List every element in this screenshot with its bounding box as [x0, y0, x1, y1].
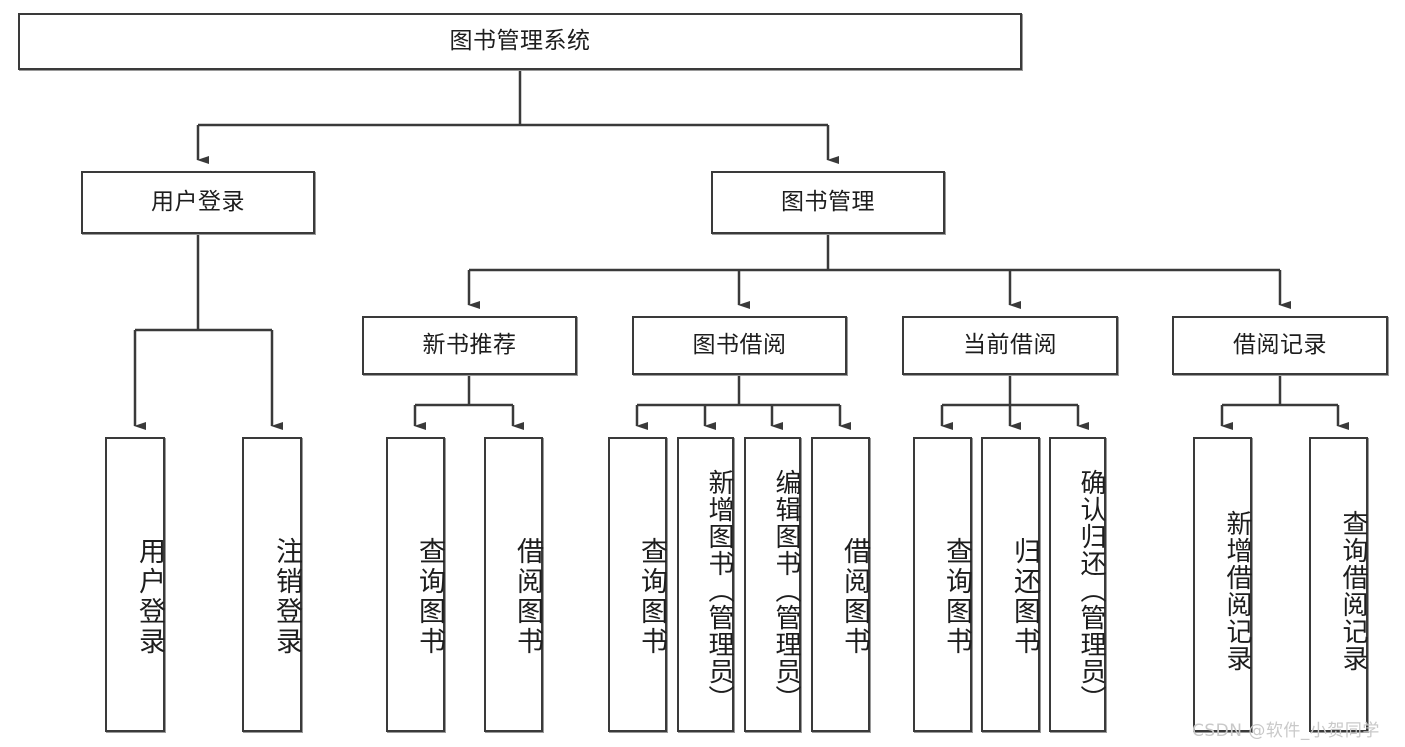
leaf-book-borrow-add[interactable]: 新增图书（管理员）	[677, 437, 734, 732]
leaf-user-login-logout[interactable]: 注销登录	[242, 437, 302, 732]
leaf-book-borrow-borrow[interactable]: 借阅图书	[811, 437, 870, 732]
leaf-borrow-record-add[interactable]: 新增借阅记录	[1193, 437, 1252, 732]
leaf-new-book-query[interactable]: 查询图书	[386, 437, 445, 732]
node-label: 查询图书	[941, 536, 972, 657]
node-label: 借阅记录	[1233, 331, 1327, 358]
node-book-management[interactable]: 图书管理	[711, 171, 945, 234]
leaf-book-borrow-query[interactable]: 查询图书	[608, 437, 667, 732]
node-label: 查询借阅记录	[1338, 509, 1368, 672]
leaf-book-borrow-edit[interactable]: 编辑图书（管理员）	[744, 437, 801, 732]
node-label: 图书管理系统	[449, 27, 591, 54]
leaf-new-book-borrow[interactable]: 借阅图书	[484, 437, 543, 732]
node-root-system[interactable]: 图书管理系统	[18, 13, 1022, 70]
node-label: 查询图书	[636, 536, 667, 657]
node-label: 归还图书	[1009, 536, 1040, 657]
leaf-current-borrow-confirm-return[interactable]: 确认归还（管理员）	[1049, 437, 1106, 732]
node-label: 新增图书（管理员）	[704, 469, 734, 712]
node-label: 确认归还（管理员）	[1076, 469, 1106, 712]
node-borrow-record[interactable]: 借阅记录	[1172, 316, 1388, 375]
node-label: 图书管理	[781, 188, 875, 215]
node-label: 用户登录	[151, 188, 245, 215]
leaf-current-borrow-query[interactable]: 查询图书	[913, 437, 972, 732]
node-label: 借阅图书	[839, 536, 870, 657]
node-book-borrow[interactable]: 图书借阅	[632, 316, 847, 375]
node-label: 新书推荐	[422, 331, 517, 358]
node-new-book-recommend[interactable]: 新书推荐	[362, 316, 577, 375]
node-label: 新增借阅记录	[1222, 509, 1252, 672]
node-label: 图书借阅	[692, 331, 787, 358]
node-label: 查询图书	[414, 536, 445, 657]
node-label: 用户登录	[134, 536, 165, 657]
node-current-borrow[interactable]: 当前借阅	[902, 316, 1118, 375]
node-label: 当前借阅	[963, 331, 1057, 358]
node-label: 借阅图书	[512, 536, 543, 657]
leaf-borrow-record-query[interactable]: 查询借阅记录	[1309, 437, 1368, 732]
node-label: 编辑图书（管理员）	[771, 469, 801, 712]
node-label: 注销登录	[271, 536, 302, 657]
node-user-login[interactable]: 用户登录	[81, 171, 315, 234]
watermark-text: CSDN @软件_小贺同学	[1192, 721, 1380, 741]
leaf-current-borrow-return[interactable]: 归还图书	[981, 437, 1040, 732]
leaf-user-login-login[interactable]: 用户登录	[105, 437, 165, 732]
